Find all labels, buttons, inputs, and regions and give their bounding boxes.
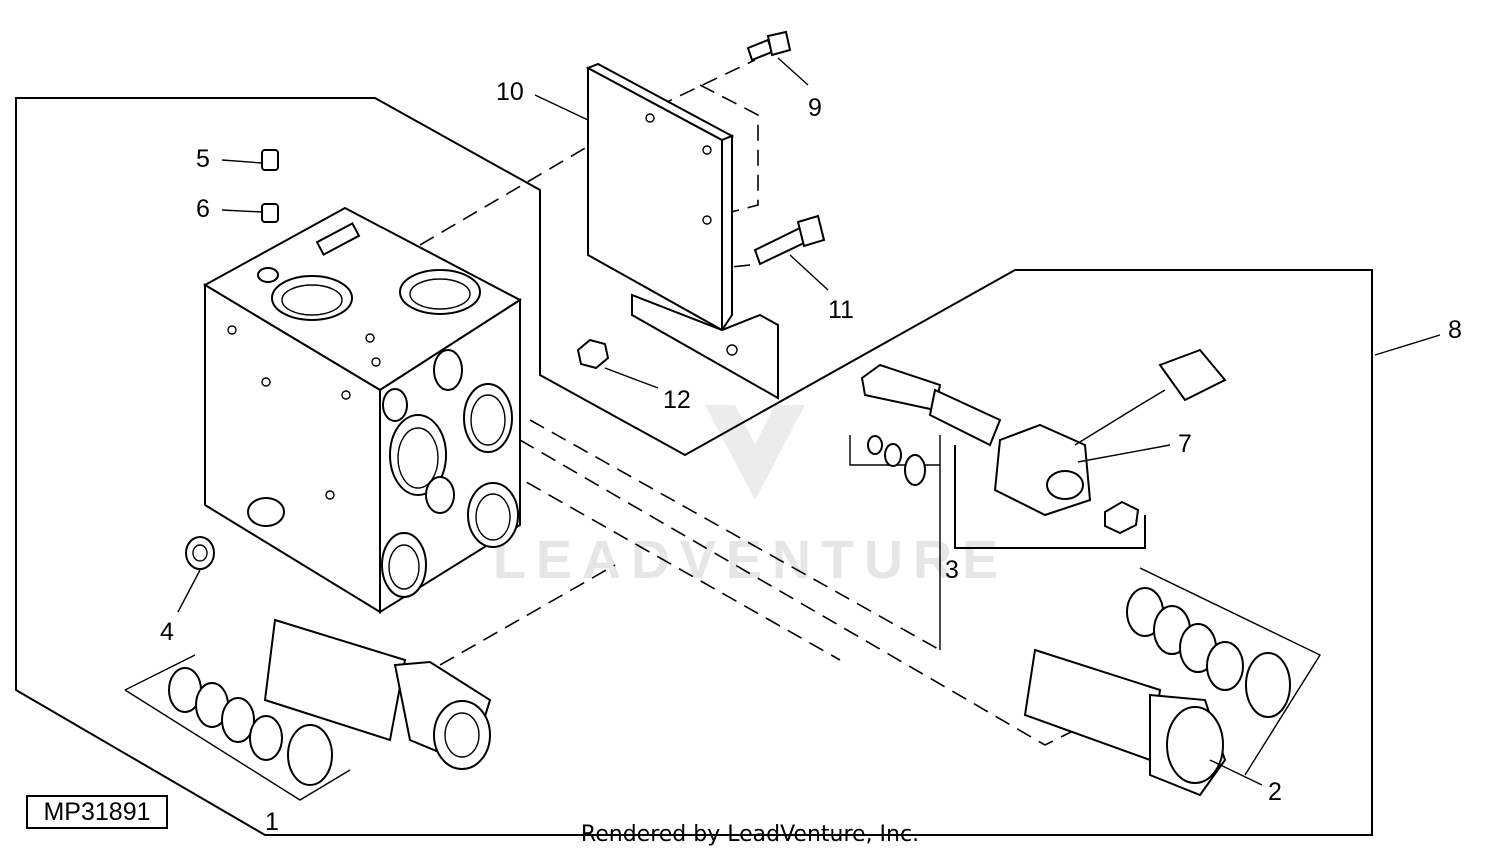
seal-bracket-1: [124, 654, 351, 801]
svg-text:LEADVENTURE: LEADVENTURE: [493, 530, 1008, 590]
plug-4: [185, 536, 215, 570]
callout-7: 7: [1178, 430, 1192, 458]
callout-8: 8: [1448, 316, 1462, 344]
orifice-6: [261, 203, 279, 223]
render-credit: Rendered by LeadVenture, Inc.: [580, 822, 920, 847]
callout-9: 9: [808, 94, 822, 122]
solenoid-cartridge-3: [860, 363, 1002, 486]
assembly-outline: [15, 97, 1373, 836]
callout-labels: 1 2 3 4 5 6 7 8 9 10 11 12: [160, 78, 1462, 836]
solenoid-coil-7: [993, 348, 1227, 517]
callout-10: 10: [496, 78, 524, 106]
figure-id-label: MP31891: [26, 795, 168, 829]
leader-lines: [177, 57, 1441, 786]
callout-3: 3: [945, 556, 959, 584]
mounting-bracket: [585, 62, 779, 400]
plug-5: [261, 149, 279, 171]
assembly-dashes: [419, 59, 1156, 746]
callout-11: 11: [828, 296, 854, 324]
callout-4: 4: [160, 618, 174, 646]
callout-12: 12: [663, 386, 691, 414]
callout-5: 5: [196, 145, 210, 173]
callout-1: 1: [265, 808, 279, 836]
seal-bracket-2: [1139, 567, 1322, 776]
callout-6: 6: [196, 195, 210, 223]
cartridge-valve-1: [168, 618, 492, 786]
coil-nut: [1104, 500, 1140, 535]
cap-screw-11: [753, 214, 826, 266]
valve-manifold-block: [202, 206, 522, 614]
nut-12: [576, 338, 610, 370]
cartridge-bracket: [954, 445, 1146, 549]
watermark: LEADVENTURE: [493, 405, 1008, 590]
cartridge-valve-2: [1023, 587, 1291, 797]
cap-screw-9: [746, 30, 792, 62]
callout-2: 2: [1268, 778, 1282, 806]
